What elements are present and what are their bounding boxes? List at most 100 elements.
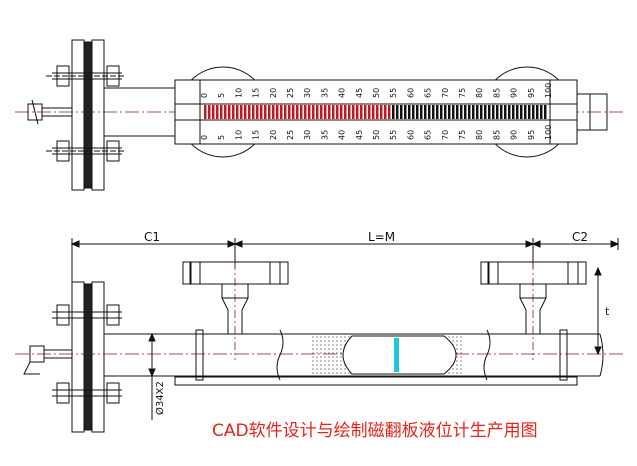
flip-flap xyxy=(372,105,375,119)
flip-flap xyxy=(464,105,467,119)
magnetic-float xyxy=(342,335,457,375)
flip-flap xyxy=(520,105,523,119)
flip-flap xyxy=(292,105,295,119)
scale-tick-label: 55 xyxy=(389,88,398,98)
dim-c2-label: C2 xyxy=(572,230,588,244)
scale-tick-label: 80 xyxy=(475,130,484,140)
scale-tick-label: 50 xyxy=(372,88,381,98)
flip-flap xyxy=(368,105,371,119)
flip-flap xyxy=(204,105,207,119)
flip-flap xyxy=(524,105,527,119)
scale-tick-label: 15 xyxy=(252,88,261,98)
flip-flap xyxy=(460,105,463,119)
flip-flap xyxy=(208,105,211,119)
flip-flap xyxy=(388,105,391,119)
flip-flap xyxy=(348,105,351,119)
flip-flap xyxy=(404,105,407,119)
scale-tick-label: 10 xyxy=(234,88,243,98)
scale-tick-label: 95 xyxy=(527,88,536,98)
flip-flap xyxy=(516,105,519,119)
flip-flap xyxy=(488,105,491,119)
front-view xyxy=(15,238,625,433)
scale-tick-label: 45 xyxy=(355,130,364,140)
scale-tick-label: 65 xyxy=(424,88,433,98)
dim-diameter-label: Ø34X2 xyxy=(154,381,166,415)
scale-tick-label: 40 xyxy=(338,88,347,98)
flip-flap xyxy=(216,105,219,119)
flip-flap xyxy=(448,105,451,119)
flip-flap xyxy=(316,105,319,119)
flip-flap xyxy=(392,105,395,119)
dim-t-label: t xyxy=(605,305,610,318)
flip-flap xyxy=(468,105,471,119)
scale-tick-label: 90 xyxy=(510,88,519,98)
top-bolt-lower xyxy=(46,140,126,162)
top-end-cap xyxy=(576,93,608,131)
flip-flap xyxy=(436,105,439,119)
flip-flap xyxy=(540,105,543,119)
scale-tick-label: 65 xyxy=(424,130,433,140)
flip-flap xyxy=(384,105,387,119)
flip-flap xyxy=(252,105,255,119)
front-bolt-lower xyxy=(52,382,122,404)
drawing-caption: CAD软件设计与绘制磁翻板液位计生产用图 xyxy=(212,421,538,441)
scale-tick-label: 15 xyxy=(252,130,261,140)
flip-flap xyxy=(480,105,483,119)
scale-tick-label: 80 xyxy=(475,88,484,98)
top-drain-valve xyxy=(27,99,72,125)
scale-tick-label: 75 xyxy=(458,130,467,140)
flip-flap xyxy=(472,105,475,119)
dim-l-label: L=M xyxy=(368,230,395,244)
flip-flap xyxy=(400,105,403,119)
scale-tick-label: 35 xyxy=(320,88,329,98)
flip-flap xyxy=(380,105,383,119)
flip-flap xyxy=(280,105,283,119)
flip-flap xyxy=(456,105,459,119)
dim-c1-label: C1 xyxy=(144,230,160,244)
front-flange-left xyxy=(71,281,85,433)
flip-flap xyxy=(452,105,455,119)
scale-tick-label: 85 xyxy=(492,130,501,140)
scale-tick-label: 30 xyxy=(303,88,312,98)
flip-flap xyxy=(528,105,531,119)
flip-flap xyxy=(268,105,271,119)
scale-tick-label: 85 xyxy=(492,88,501,98)
flip-flap xyxy=(420,105,423,119)
flip-flap xyxy=(352,105,355,119)
front-bolt-upper xyxy=(52,304,122,326)
top-flip-strip xyxy=(204,105,547,119)
scale-tick-label: 40 xyxy=(338,130,347,140)
scale-tick-label: 25 xyxy=(286,88,295,98)
flip-flap xyxy=(476,105,479,119)
flip-flap xyxy=(232,105,235,119)
scale-tick-label: 100 xyxy=(544,83,553,98)
flip-flap xyxy=(304,105,307,119)
flip-flap xyxy=(536,105,539,119)
flip-flap xyxy=(412,105,415,119)
flip-flap xyxy=(308,105,311,119)
scale-tick-label: 10 xyxy=(234,130,243,140)
scale-tick-label: 30 xyxy=(303,130,312,140)
flip-flap xyxy=(264,105,267,119)
flip-flap xyxy=(356,105,359,119)
scale-tick-label: 60 xyxy=(406,130,415,140)
flip-flap xyxy=(320,105,323,119)
flip-flap xyxy=(296,105,299,119)
flip-flap xyxy=(544,105,547,119)
flip-flap xyxy=(312,105,315,119)
scale-tick-label: 5 xyxy=(217,135,226,140)
flip-flap xyxy=(224,105,227,119)
flip-flap xyxy=(272,105,275,119)
flip-flap xyxy=(496,105,499,119)
flip-flap xyxy=(424,105,427,119)
scale-tick-label: 35 xyxy=(320,130,329,140)
flip-flap xyxy=(508,105,511,119)
scale-tick-label: 95 xyxy=(527,130,536,140)
flip-flap xyxy=(228,105,231,119)
scale-tick-label: 75 xyxy=(458,88,467,98)
flip-flap xyxy=(300,105,303,119)
